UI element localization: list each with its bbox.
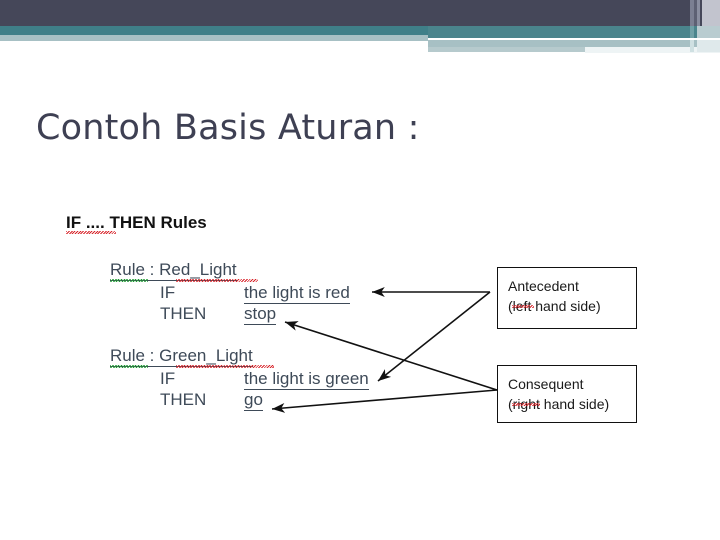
rule1-consequent-value: stop xyxy=(244,304,277,325)
rule-title-red-light: Rule : Red_Light xyxy=(110,260,237,281)
spellcheck-squiggle-icon xyxy=(110,365,148,368)
header-band-faint xyxy=(585,47,720,53)
spellcheck-squiggle-icon xyxy=(110,279,148,282)
header-band-teal-stripe1 xyxy=(690,26,694,40)
header-band-teal-right xyxy=(428,26,720,40)
rule1-antecedent-value: the light is red xyxy=(244,283,350,304)
rule1-then-keyword: THEN xyxy=(160,304,207,323)
header-band-pale-right2 xyxy=(428,47,588,52)
header-banner xyxy=(0,0,720,56)
callout-consequent-line1: Consequent xyxy=(508,376,584,392)
header-band-teal xyxy=(0,26,720,35)
rule2-consequent-value: go xyxy=(244,390,263,411)
spellcheck-squiggle-icon xyxy=(512,305,534,308)
header-stripe-grey xyxy=(690,0,694,26)
rule2-then-keyword: THEN xyxy=(160,390,207,409)
header-stripe-grey2 xyxy=(697,0,700,26)
callout-antecedent-line2: (left hand side) xyxy=(508,298,601,314)
header-band-pale-right xyxy=(428,40,720,47)
header-band-pale-stripe1 xyxy=(690,40,694,52)
rule2-antecedent-value: the light is green xyxy=(244,369,369,390)
header-stripe-light xyxy=(702,0,720,26)
header-band-navy xyxy=(0,0,720,26)
header-band-pale xyxy=(0,35,428,41)
callout-consequent: Consequent (right hand side) xyxy=(497,365,637,423)
callout-consequent-line2: (right hand side) xyxy=(508,396,610,412)
spellcheck-squiggle-icon xyxy=(512,403,540,406)
header-band-gap xyxy=(428,38,720,41)
spellcheck-squiggle-icon xyxy=(176,279,258,282)
spellcheck-squiggle-icon xyxy=(176,365,274,368)
rule-title-green-light: Rule : Green_Light xyxy=(110,346,253,367)
callout-antecedent-line1: Antecedent xyxy=(508,278,579,294)
rule1-if-keyword: IF xyxy=(160,283,176,302)
spellcheck-squiggle-icon xyxy=(66,231,116,234)
if-then-rules-heading: IF .... THEN Rules xyxy=(66,213,207,232)
header-band-pale-stripe2 xyxy=(697,40,720,52)
page-title: Contoh Basis Aturan : xyxy=(36,108,420,148)
header-stripe-dark xyxy=(694,0,697,26)
callout-antecedent: Antecedent (left hand side) xyxy=(497,267,637,329)
rule2-if-keyword: IF xyxy=(160,369,176,388)
header-band-teal-stripe2 xyxy=(697,26,720,40)
